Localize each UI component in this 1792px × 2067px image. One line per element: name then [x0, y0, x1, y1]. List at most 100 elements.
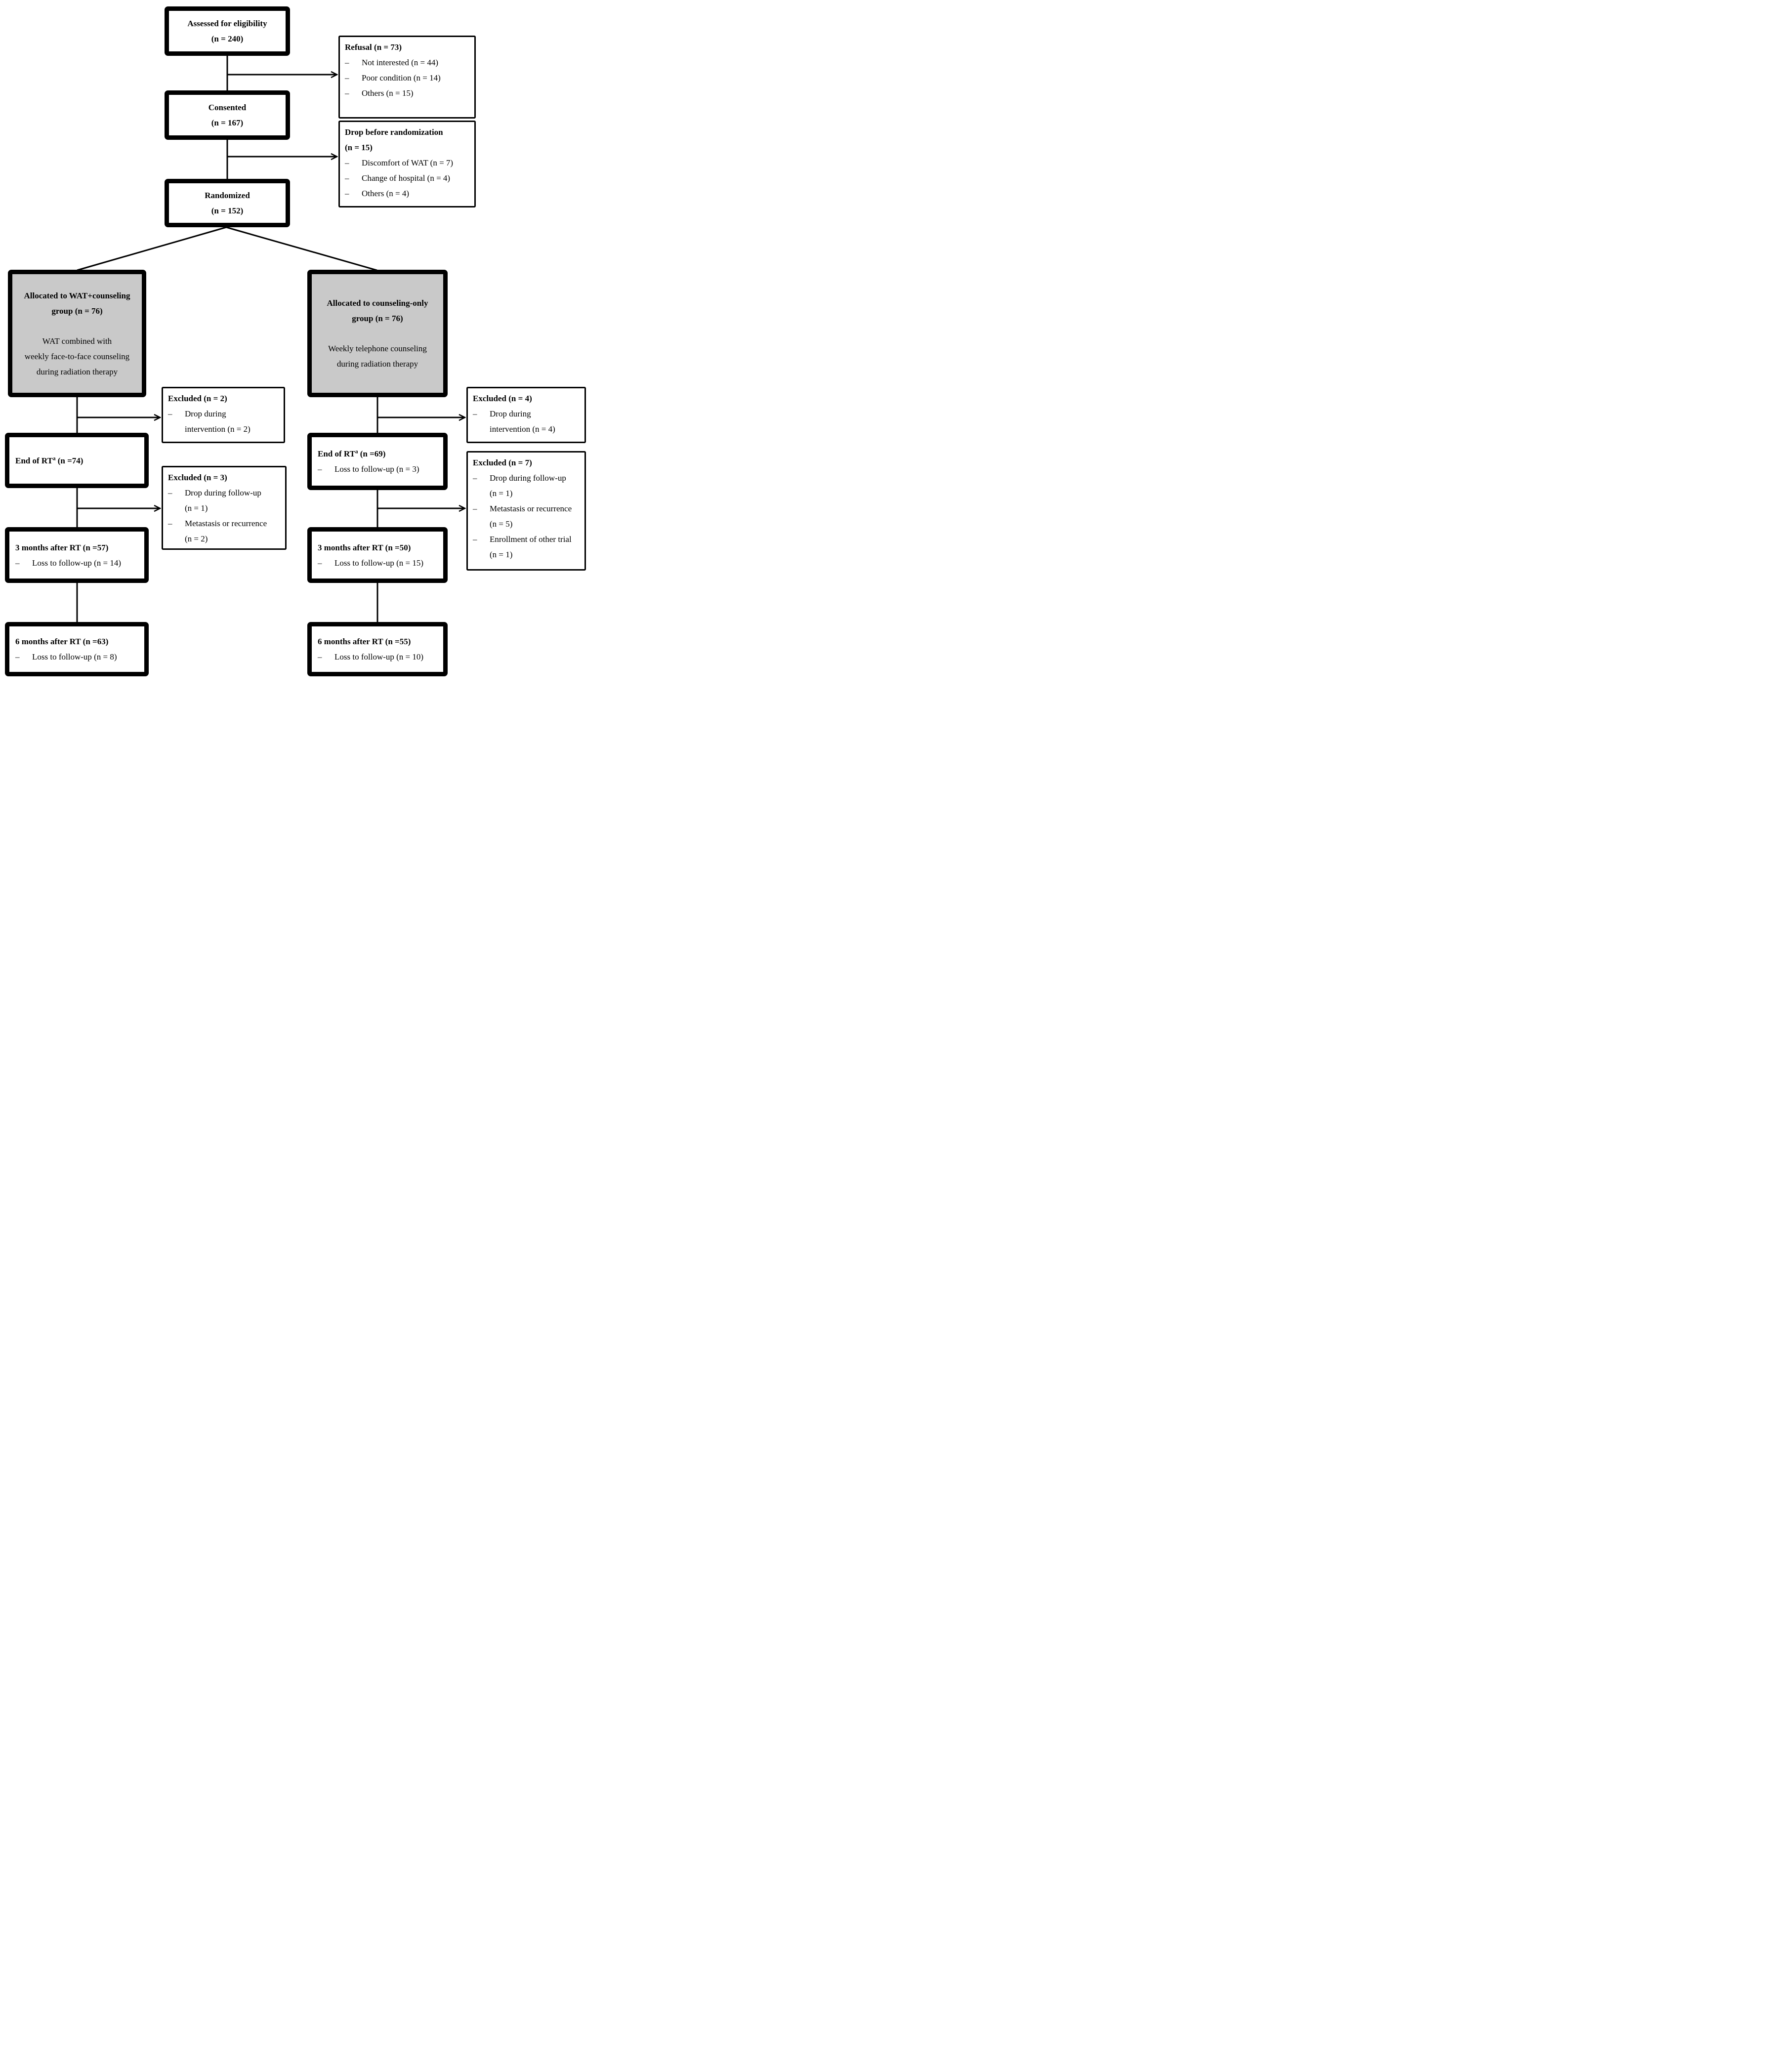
- dash-bullet: –: [345, 158, 349, 167]
- wat-end-of-rt-title-count: (n =74): [55, 455, 83, 465]
- counseling-allocated-description: Weekly telephone counseling during radia…: [328, 344, 427, 369]
- list-item-text: Others (n = 15): [362, 88, 414, 98]
- wat-6-months-title: 6 months after RT (n =63): [15, 637, 109, 646]
- list-item-text: Drop during follow-up (n = 1): [490, 473, 566, 498]
- dash-bullet: –: [345, 189, 349, 198]
- list-item: – Enrollment of other trial (n = 1): [473, 532, 580, 562]
- wat-allocated-box: Allocated to WAT+counseling group (n = 7…: [8, 270, 146, 397]
- wat-6-months-box: 6 months after RT (n =63) – Loss to foll…: [5, 622, 149, 676]
- list-item-text: Loss to follow-up (n = 10): [334, 652, 424, 661]
- randomized-box: Randomized (n = 152): [165, 179, 290, 227]
- list-item: – Loss to follow-up (n = 14): [15, 555, 138, 571]
- dash-bullet: –: [318, 652, 322, 661]
- wat-end-of-rt-title-text: End of RT: [15, 455, 53, 465]
- consort-flow-diagram: Assessed for eligibility (n = 240) Refus…: [0, 0, 597, 689]
- list-item: – Metastasis or recurrence (n = 2): [168, 516, 280, 546]
- wat-excluded-intervention-title: Excluded (n = 2): [168, 394, 227, 403]
- counseling-6-months-box: 6 months after RT (n =55) – Loss to foll…: [307, 622, 448, 676]
- wat-allocated-description: WAT combined with weekly face-to-face co…: [24, 336, 130, 376]
- list-item: – Loss to follow-up (n = 10): [318, 649, 437, 664]
- list-item: – Loss to follow-up (n = 8): [15, 649, 138, 664]
- dash-bullet: –: [318, 558, 322, 568]
- list-item-text: Enrollment of other trial (n = 1): [490, 535, 572, 559]
- counseling-6-months-title: 6 months after RT (n =55): [318, 637, 411, 646]
- consented-text: Consented (n = 167): [208, 103, 247, 127]
- list-item-text: Loss to follow-up (n = 8): [32, 652, 117, 661]
- dash-bullet: –: [345, 88, 349, 98]
- counseling-end-of-rt-title: End of RTa (n =69): [318, 446, 437, 461]
- wat-3-months-title: 3 months after RT (n =57): [15, 542, 109, 552]
- wat-excluded-followup-box: Excluded (n = 3) – Drop during follow-up…: [162, 466, 287, 550]
- counseling-end-of-rt-box: End of RTa (n =69) – Loss to follow-up (…: [307, 433, 448, 490]
- dash-bullet: –: [15, 652, 20, 661]
- list-item: – Poor condition (n = 14): [345, 70, 469, 85]
- counseling-excluded-followup-box: Excluded (n = 7) – Drop during follow-up…: [466, 451, 586, 571]
- list-item: – Others (n = 4): [345, 186, 469, 201]
- list-item-text: Drop during intervention (n = 4): [490, 409, 555, 434]
- counseling-3-months-title: 3 months after RT (n =50): [318, 542, 411, 552]
- list-item-text: Loss to follow-up (n = 14): [32, 558, 122, 568]
- dash-bullet: –: [168, 488, 172, 497]
- consented-box: Consented (n = 167): [165, 90, 290, 140]
- counseling-end-of-rt-title-text: End of RT: [318, 449, 355, 458]
- wat-allocated-title: Allocated to WAT+counseling group (n = 7…: [24, 290, 130, 316]
- wat-excluded-intervention-box: Excluded (n = 2) – Drop during intervent…: [162, 387, 285, 443]
- list-item: – Drop during follow-up (n = 1): [168, 485, 280, 516]
- assessed-box: Assessed for eligibility (n = 240): [165, 6, 290, 56]
- wat-end-of-rt-box: End of RTa (n =74): [5, 433, 149, 488]
- drop-before-randomization-box: Drop before randomization (n = 15) – Dis…: [338, 121, 476, 207]
- list-item-text: Others (n = 4): [362, 189, 409, 198]
- list-item-text: Drop during follow-up (n = 1): [185, 488, 261, 513]
- list-item: – Metastasis or recurrence (n = 5): [473, 501, 580, 532]
- dash-bullet: –: [345, 173, 349, 183]
- list-item-text: Discomfort of WAT (n = 7): [362, 158, 454, 167]
- dash-bullet: –: [473, 504, 477, 513]
- counseling-allocated-box: Allocated to counseling-only group (n = …: [307, 270, 448, 397]
- list-item: – Drop during intervention (n = 2): [168, 406, 279, 437]
- connector-randomized-to-wat-group: [77, 226, 227, 271]
- list-item: – Drop during intervention (n = 4): [473, 406, 580, 437]
- dash-bullet: –: [473, 473, 477, 483]
- list-item-text: Not interested (n = 44): [362, 58, 438, 67]
- connector-layer: [76, 56, 597, 622]
- counseling-end-of-rt-title-count: (n =69): [358, 449, 386, 458]
- refusal-box: Refusal (n = 73) – Not interested (n = 4…: [338, 36, 476, 119]
- list-item: – Change of hospital (n = 4): [345, 170, 469, 186]
- dash-bullet: –: [168, 409, 172, 418]
- counseling-excluded-followup-title: Excluded (n = 7): [473, 458, 532, 467]
- list-item: – Not interested (n = 44): [345, 55, 469, 70]
- dash-bullet: –: [168, 519, 172, 528]
- drop-before-randomization-title: Drop before randomization (n = 15): [345, 127, 443, 152]
- counseling-allocated-title: Allocated to counseling-only group (n = …: [327, 298, 428, 323]
- list-item-text: Metastasis or recurrence (n = 5): [490, 504, 572, 529]
- refusal-title: Refusal (n = 73): [345, 42, 402, 52]
- assessed-text: Assessed for eligibility (n = 240): [187, 19, 267, 43]
- list-item: – Loss to follow-up (n = 3): [318, 461, 437, 477]
- counseling-end-of-rt-superscript: a: [355, 449, 358, 455]
- list-item-text: Loss to follow-up (n = 3): [334, 464, 419, 474]
- wat-3-months-box: 3 months after RT (n =57) – Loss to foll…: [5, 527, 149, 583]
- dash-bullet: –: [318, 464, 322, 474]
- list-item-text: Poor condition (n = 14): [362, 73, 441, 83]
- list-item: – Others (n = 15): [345, 85, 469, 101]
- randomized-text: Randomized (n = 152): [205, 191, 250, 215]
- wat-end-of-rt-title: End of RTa (n =74): [15, 453, 138, 468]
- dash-bullet: –: [473, 409, 477, 418]
- wat-end-of-rt-superscript: a: [52, 455, 56, 461]
- wat-excluded-followup-title: Excluded (n = 3): [168, 473, 227, 482]
- list-item: – Loss to follow-up (n = 15): [318, 555, 437, 571]
- list-item-text: Metastasis or recurrence (n = 2): [185, 519, 267, 543]
- list-item: – Discomfort of WAT (n = 7): [345, 155, 469, 170]
- counseling-excluded-intervention-box: Excluded (n = 4) – Drop during intervent…: [466, 387, 586, 443]
- dash-bullet: –: [345, 58, 349, 67]
- list-item: – Drop during follow-up (n = 1): [473, 470, 580, 501]
- dash-bullet: –: [345, 73, 349, 83]
- list-item-text: Drop during intervention (n = 2): [185, 409, 250, 434]
- dash-bullet: –: [15, 558, 20, 568]
- counseling-excluded-intervention-title: Excluded (n = 4): [473, 394, 532, 403]
- list-item-text: Change of hospital (n = 4): [362, 173, 451, 183]
- counseling-3-months-box: 3 months after RT (n =50) – Loss to foll…: [307, 527, 448, 583]
- dash-bullet: –: [473, 535, 477, 544]
- list-item-text: Loss to follow-up (n = 15): [334, 558, 424, 568]
- connector-randomized-to-counseling-group: [226, 226, 377, 271]
